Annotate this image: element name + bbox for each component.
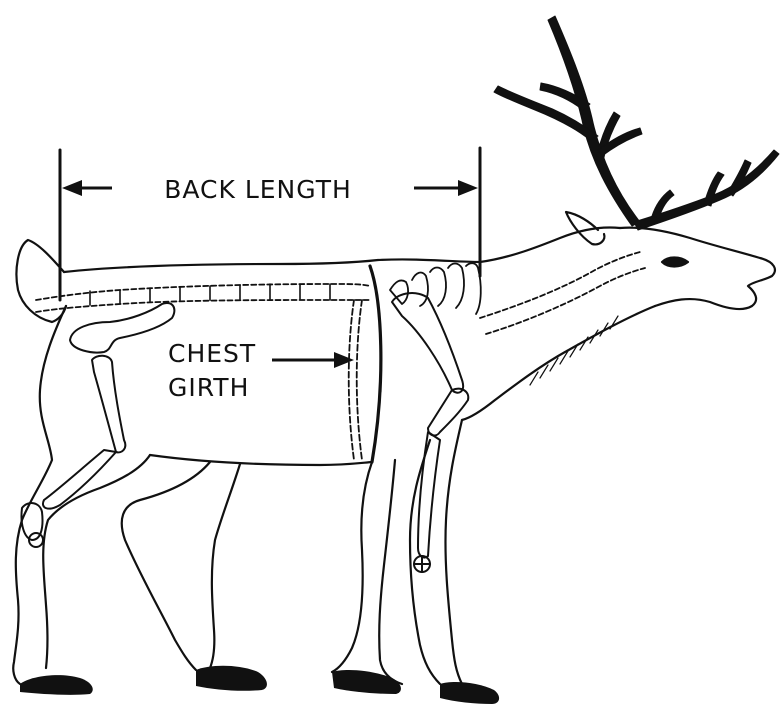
body-outline [13,212,775,684]
shoulder-spines [390,263,481,314]
girth-label: GIRTH [168,373,249,402]
chest-girth-line [370,266,381,462]
spine [36,252,645,334]
chest-girth-arrow [272,352,354,368]
neck-fur-hatching [530,316,618,385]
antlers [494,16,779,230]
hooves [20,666,499,704]
back-length-label: BACK LENGTH [164,175,352,204]
back-length-guide-lines [60,148,480,300]
chest-label: CHEST [168,339,256,368]
vertebrae-ticks [90,284,330,305]
rib-cage-outline [349,300,362,460]
front-leg-bones [392,293,468,572]
arrow-left-icon [62,180,112,196]
arrow-right-icon [414,180,478,196]
